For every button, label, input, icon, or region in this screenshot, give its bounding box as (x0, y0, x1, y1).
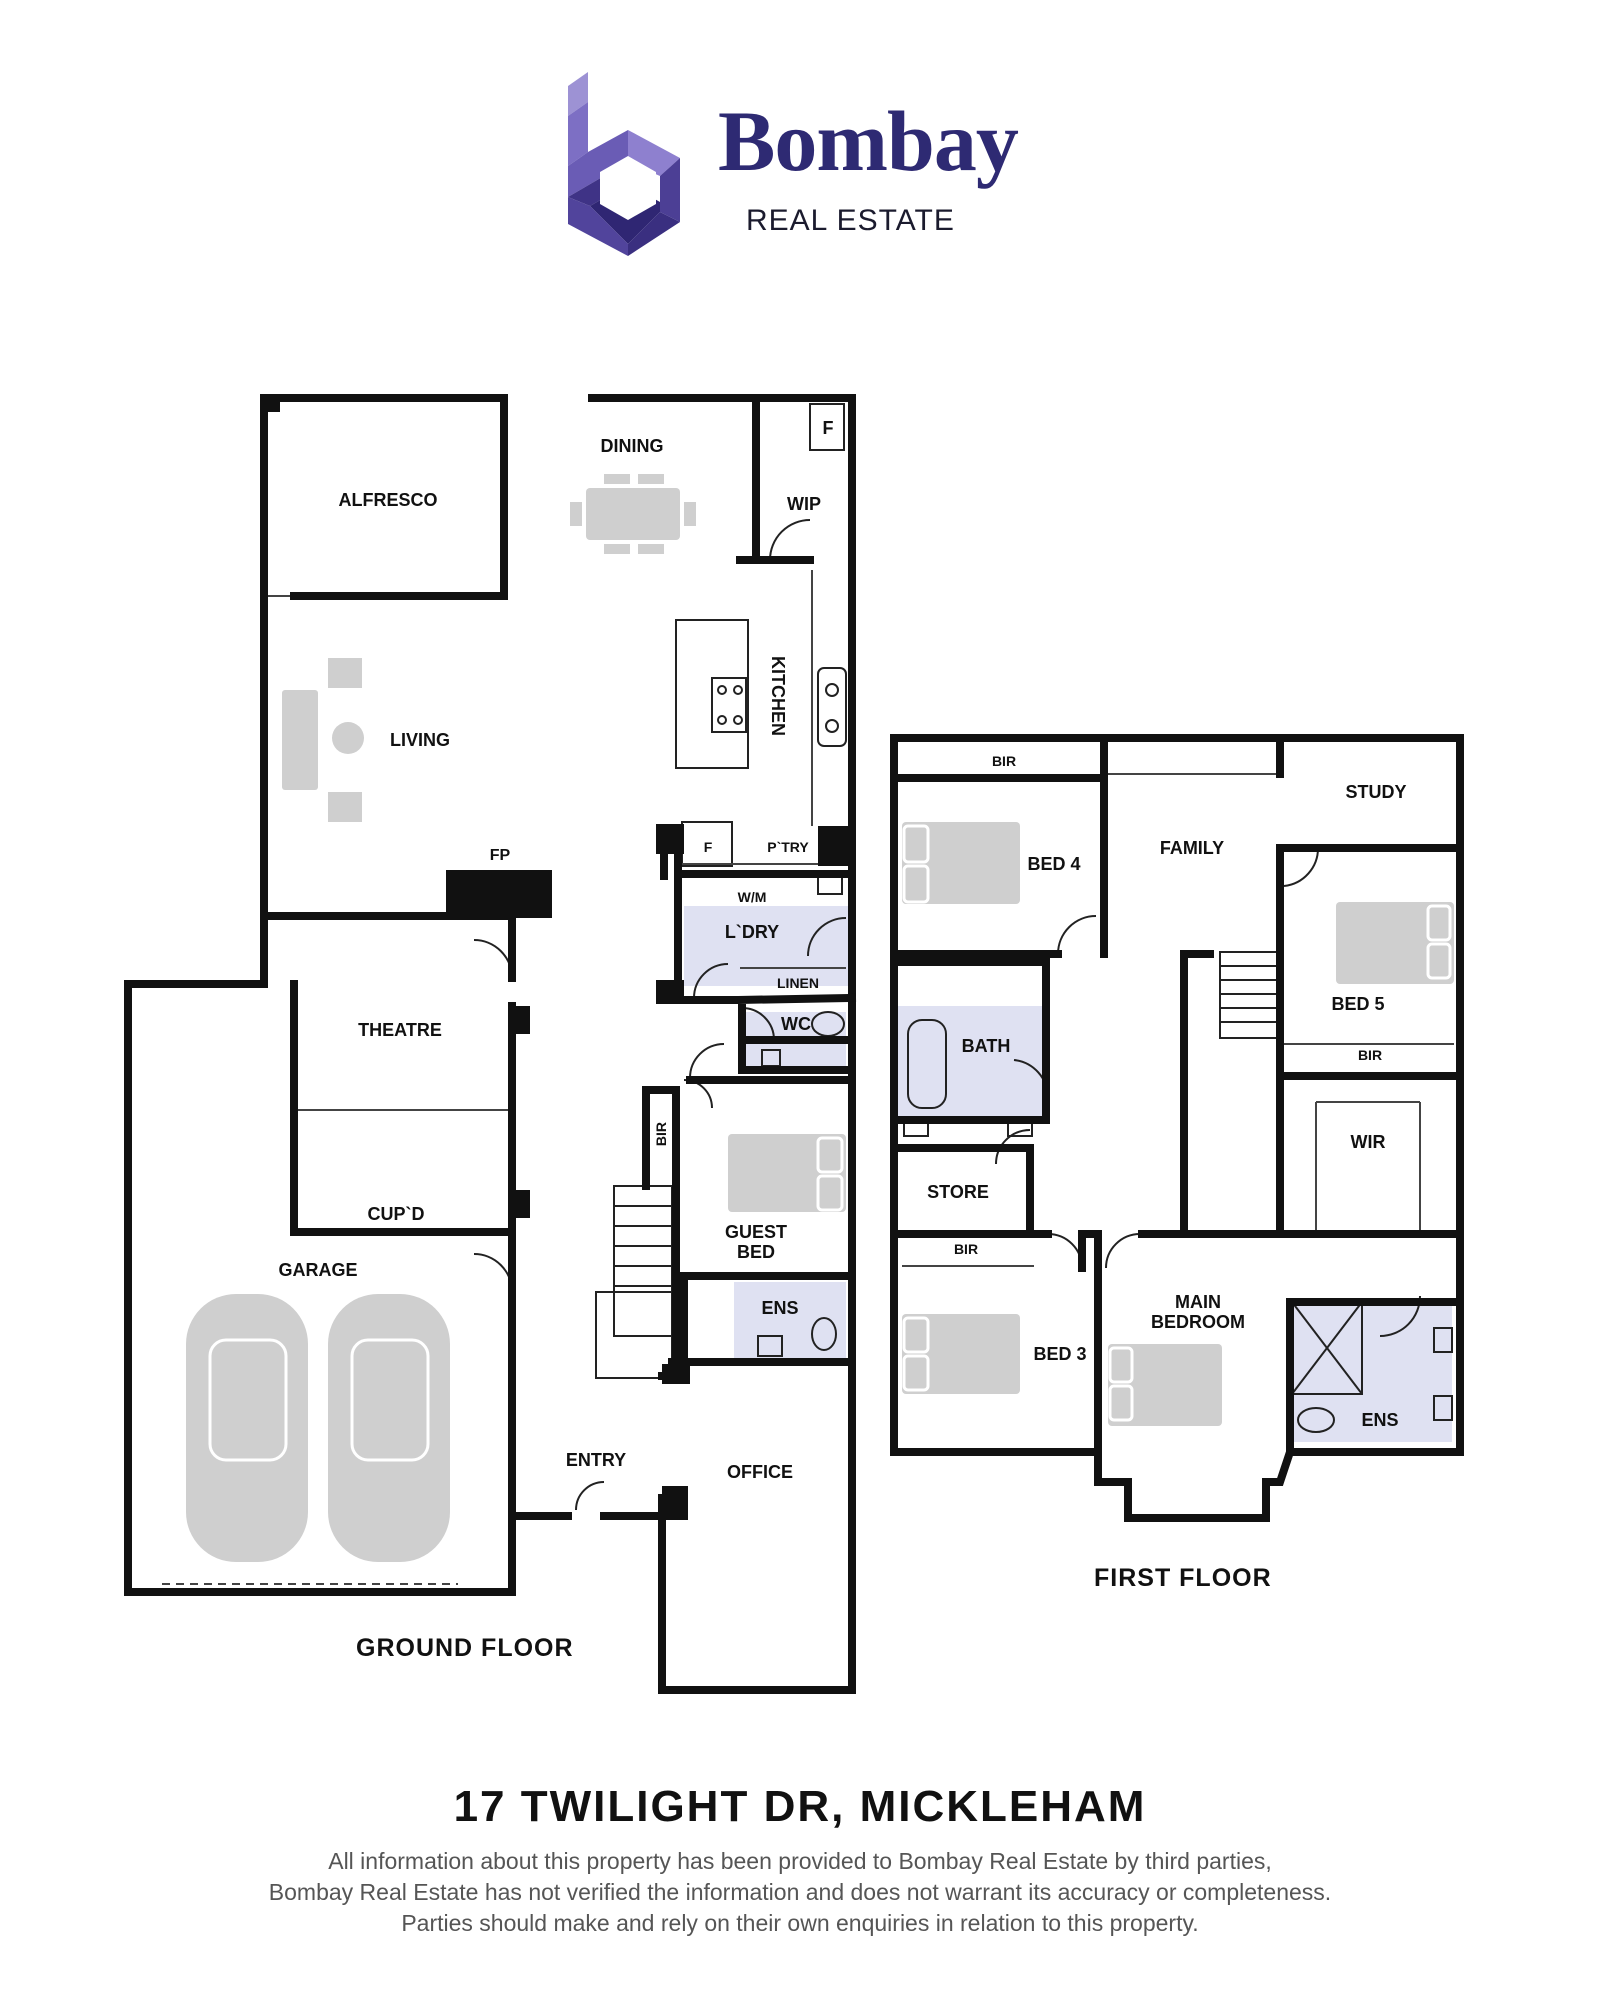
disclaimer-line: Bombay Real Estate has not verified the … (268, 1879, 1332, 1905)
label-bir-bed4: BIR (992, 753, 1016, 769)
label-study: STUDY (1345, 782, 1406, 802)
ground-floor-label: GROUND FLOOR (356, 1634, 574, 1662)
label-ens-first: ENS (1361, 1410, 1398, 1430)
label-guest-bed-2: BED (737, 1242, 775, 1262)
walls (124, 394, 1464, 1694)
label-office: OFFICE (727, 1462, 793, 1482)
label-alfresco: ALFRESCO (339, 490, 438, 510)
label-bed3: BED 3 (1033, 1344, 1086, 1364)
label-ens-ground: ENS (761, 1298, 798, 1318)
label-bed5: BED 5 (1331, 994, 1384, 1014)
label-linen: LINEN (777, 975, 819, 991)
label-entry: ENTRY (566, 1450, 626, 1470)
label-pantry: P`TRY (767, 839, 809, 855)
disclaimer-line: All information about this property has … (328, 1848, 1272, 1874)
label-laundry: L`DRY (725, 922, 779, 942)
label-garage: GARAGE (278, 1260, 357, 1280)
label-theatre: THEATRE (358, 1020, 442, 1040)
property-address: 17 TWILIGHT DR, MICKLEHAM (453, 1782, 1147, 1831)
label-cupd: CUP`D (368, 1204, 425, 1224)
label-living: LIVING (390, 730, 450, 750)
label-bir-guest: BIR (653, 1122, 669, 1146)
label-f-fridge: F (823, 418, 834, 438)
brand-name: Bombay (718, 93, 1019, 189)
label-wm: W/M (738, 889, 767, 905)
kitchen-fixtures (675, 403, 1453, 1433)
brand-subtitle: REAL ESTATE (746, 204, 955, 237)
disclaimer-line: Parties should make and rely on their ow… (401, 1910, 1199, 1936)
bombay-logo-icon (568, 72, 680, 256)
furniture (186, 474, 1454, 1562)
disclaimer: All information about this property has … (0, 1846, 1600, 1939)
label-kitchen: KITCHEN (768, 656, 788, 736)
label-dining: DINING (601, 436, 664, 456)
label-store: STORE (927, 1182, 989, 1202)
room-labels: ALFRESCO DINING F WIP KITCHEN LIVING FP … (278, 418, 1406, 1482)
label-bath: BATH (962, 1036, 1011, 1056)
label-main-bedroom-2: BEDROOM (1151, 1312, 1245, 1332)
label-guest-bed-1: GUEST (725, 1222, 787, 1242)
fixtures (208, 824, 1452, 1462)
label-bed4: BED 4 (1027, 854, 1080, 874)
label-fp: FP (490, 847, 511, 864)
first-floor-label: FIRST FLOOR (1094, 1564, 1272, 1592)
label-wir: WIR (1351, 1132, 1386, 1152)
label-bir-bed5: BIR (1358, 1047, 1382, 1063)
label-family: FAMILY (1160, 838, 1224, 858)
label-wc: WC (781, 1014, 811, 1034)
label-bir-bed3: BIR (954, 1241, 978, 1257)
label-f-pantry: F (704, 839, 713, 855)
wall-blocks (264, 394, 852, 1520)
label-wip: WIP (787, 494, 821, 514)
label-main-bedroom-1: MAIN (1175, 1292, 1221, 1312)
